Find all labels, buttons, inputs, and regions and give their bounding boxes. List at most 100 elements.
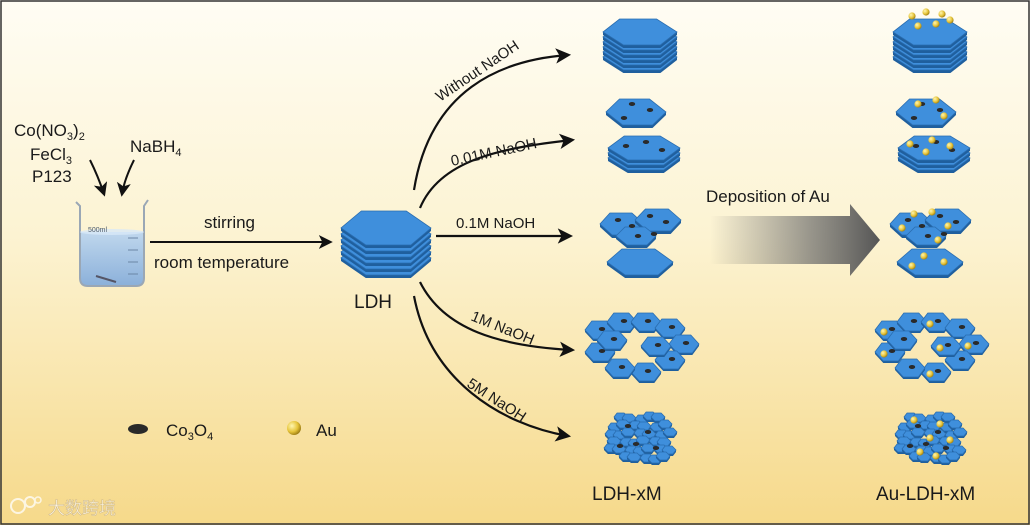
column-label-left: LDH-xM — [592, 484, 662, 505]
row3-co-8 — [598, 349, 606, 353]
branch-arrow-0 — [412, 48, 572, 191]
au-row3-co-6 — [934, 369, 942, 373]
row4-grain-32-top — [626, 452, 642, 462]
legend-au-dot — [287, 421, 301, 435]
row2-co-3 — [662, 220, 670, 224]
row2-co-2 — [646, 214, 654, 218]
row4-co-3 — [652, 446, 660, 450]
row3-co-7 — [618, 365, 626, 369]
au-row3-co-1 — [910, 319, 918, 323]
au-row3-co-3 — [958, 325, 966, 329]
au-row4-au-4 — [916, 448, 924, 456]
step1-top-label: stirring — [204, 213, 255, 232]
row4-grain-32-side — [627, 457, 641, 463]
au-row4-grain-35-side — [946, 456, 960, 462]
au-row1-co-3 — [912, 144, 920, 148]
row2-co-1 — [628, 224, 636, 228]
au-row0-au-3 — [914, 22, 922, 30]
row3-co-4 — [682, 341, 690, 345]
au-row0-au-1 — [922, 8, 930, 16]
row1-co-0 — [628, 102, 636, 106]
au-row4-grain-28-top — [930, 443, 946, 453]
au-row4-grain-34-side — [938, 459, 952, 465]
au-row2-au-6 — [940, 258, 948, 266]
au-row4-grain-35-top — [945, 451, 961, 461]
au-row1-au-0 — [914, 100, 922, 108]
au-row2-au-4 — [934, 236, 942, 244]
au-row3-co-0 — [888, 327, 896, 331]
au-row0-au-2 — [938, 10, 946, 18]
row4-grain-13-side — [621, 432, 635, 438]
au-row2-au-0 — [910, 210, 918, 218]
ldh-label: LDH — [354, 292, 392, 313]
branch-arrow-3 — [419, 281, 576, 358]
ldh-stack-icon — [340, 210, 432, 278]
au-row2-au-2 — [944, 222, 952, 230]
au-row2-au-3 — [898, 224, 906, 232]
au-row1-co-1 — [936, 108, 944, 112]
row4-grain-35-top — [655, 451, 671, 461]
reagent-nabh4: NaBH4 — [130, 137, 181, 159]
row1-co-4 — [642, 140, 650, 144]
row4-grain-35-side — [656, 456, 670, 462]
au-row3-au-6 — [926, 370, 934, 378]
row4-grain-17-side — [663, 432, 677, 438]
au-row2-co-5 — [940, 232, 948, 236]
au-row0-au-5 — [946, 16, 954, 24]
legend-co3o4-dot — [128, 424, 148, 434]
row0-layer-0-top — [602, 18, 678, 46]
row1-co-5 — [658, 148, 666, 152]
au-row3-co-2 — [934, 319, 942, 323]
row2-frag-1-top — [634, 208, 682, 232]
row2-co-5 — [650, 232, 658, 236]
step1-bottom-label: room temperature — [154, 253, 289, 272]
row1-stack-layer-0-top — [607, 135, 681, 161]
au-row1-co-2 — [910, 116, 918, 120]
au-row4-grain-17-side — [953, 432, 967, 438]
row4-grain-17-top — [662, 427, 678, 437]
column-label-right: Au-LDH-xM — [876, 484, 975, 505]
row3-co-6 — [644, 369, 652, 373]
au-row4-au-0 — [910, 416, 918, 424]
au-row0-au-0 — [908, 12, 916, 20]
reagent-arrow-right — [116, 159, 135, 197]
au-row2-co-4 — [924, 234, 932, 238]
row4-co-4 — [616, 444, 624, 448]
au-row4-co-1 — [934, 430, 942, 434]
au-row4-co-3 — [942, 446, 950, 450]
watermark-text: 大数跨境 — [48, 499, 116, 519]
au-row3-co-4 — [972, 341, 980, 345]
legend-au-label: Au — [316, 421, 337, 440]
row4-grain-13-top — [620, 427, 636, 437]
au-row0-au-4 — [932, 20, 940, 28]
au-row2-co-1 — [918, 224, 926, 228]
row2-plate-top — [606, 248, 674, 276]
row2-co-0 — [614, 218, 622, 222]
au-row4-grain-17-top — [952, 427, 968, 437]
au-row3-co-7 — [908, 365, 916, 369]
row3-co-3 — [668, 325, 676, 329]
branch-arrow-1 — [418, 133, 576, 209]
au-row3-co-10 — [944, 343, 952, 347]
reagent-p123: P123 — [32, 167, 72, 186]
row3-co-0 — [598, 327, 606, 331]
row3-co-1 — [620, 319, 628, 323]
au-row3-au-0 — [880, 328, 888, 336]
row1-co-3 — [622, 144, 630, 148]
au-row4-au-2 — [926, 434, 934, 442]
branch-label-2: 0.1M NaOH — [456, 215, 535, 232]
reagent-arrow-left — [89, 159, 108, 197]
au-row3-co-5 — [958, 357, 966, 361]
beaker-icon: 500ml — [75, 199, 149, 287]
au-row4-grain-28-side — [931, 448, 945, 454]
au-row1-au-5 — [946, 142, 954, 150]
au-row2-co-3 — [952, 220, 960, 224]
au-row1-au-3 — [906, 140, 914, 148]
legend-co3o4-label: Co3O4 — [166, 421, 213, 443]
au-row1-au-6 — [922, 148, 930, 156]
au-row2-frag-1-top — [924, 208, 972, 232]
au-row4-grain-32-side — [917, 457, 931, 463]
reagent-cobalt-nitrate: Co(NO3)2 — [14, 121, 85, 143]
